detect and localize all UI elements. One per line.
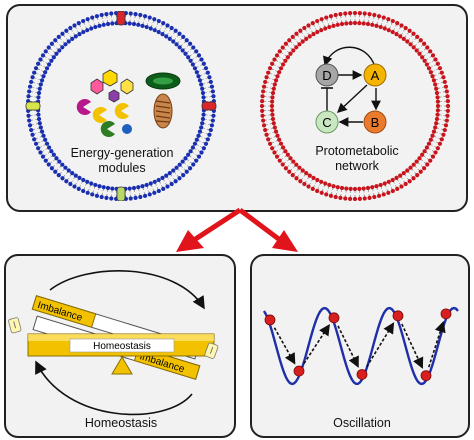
oscillation-ball xyxy=(328,312,340,324)
energy-modules-label: Energy-generation modules xyxy=(70,146,174,175)
red-arrow-right xyxy=(238,208,298,252)
oscillation-arrow xyxy=(337,325,359,368)
oscillation-ball xyxy=(392,310,404,322)
oscillation-ball xyxy=(356,369,368,380)
network-inhibition-c-d xyxy=(321,87,333,111)
oscillation-diagram xyxy=(262,306,459,386)
homeostasis-beam: Homeostasis xyxy=(27,333,215,357)
enzyme-shape xyxy=(76,99,91,115)
oscillation-ball xyxy=(420,370,432,382)
node-a-circle xyxy=(363,63,387,87)
node-b-circle xyxy=(363,110,387,134)
enzyme-shape xyxy=(92,106,107,123)
protometabolic-cell: D A C B xyxy=(259,11,451,201)
mitochondrion-icon xyxy=(153,93,173,129)
node-a-label: A xyxy=(371,68,380,83)
oscillation-arrow xyxy=(428,320,446,368)
network-arrow-a-to-c xyxy=(336,84,368,113)
oscillation-ball xyxy=(440,308,452,320)
network-arrow-a-to-d-loop xyxy=(323,46,376,68)
oscillation-ball xyxy=(264,314,276,326)
lipid-bilayer-right xyxy=(259,11,451,201)
protometabolic-label: Protometabolic network xyxy=(315,144,399,173)
homeostasis-beam-label: Homeostasis xyxy=(93,341,151,352)
node-d-label: D xyxy=(322,68,331,83)
oscillation-arrow xyxy=(366,322,395,368)
oscillation-arrows xyxy=(273,320,446,369)
enzyme-shape xyxy=(100,120,115,137)
node-c-label: C xyxy=(322,115,331,130)
weight-tag-left xyxy=(8,317,22,334)
node-c-circle xyxy=(315,110,339,134)
membrane-channel xyxy=(116,11,126,26)
molecule-hexagon xyxy=(102,69,118,87)
network-node-d: D xyxy=(315,63,339,87)
membrane-channel xyxy=(116,186,126,201)
feedback-arrow-bottom xyxy=(35,360,193,416)
enzyme-shape xyxy=(114,103,129,119)
oscillation-ball xyxy=(293,365,305,377)
homeostasis-panel: Imbalance Imbalance Homeostasis Homeosta… xyxy=(4,254,236,438)
branch-arrows xyxy=(176,208,298,252)
membrane-channel xyxy=(25,101,41,111)
network-node-a: A xyxy=(363,63,387,87)
node-b-label: B xyxy=(371,115,380,130)
membrane-channel xyxy=(201,101,217,111)
homeostasis-caption: Homeostasis xyxy=(84,416,158,430)
network-node-b: B xyxy=(363,110,387,134)
oscillation-arrow xyxy=(273,327,296,365)
fulcrum-triangle xyxy=(111,356,133,375)
molecule-hexagon xyxy=(120,78,134,95)
oscillation-balls xyxy=(264,308,452,382)
oscillation-panel: Oscillation xyxy=(250,254,470,438)
oscillation-arrow xyxy=(303,324,330,364)
molecule-hexagon xyxy=(108,89,120,103)
network-node-c: C xyxy=(315,110,339,134)
top-panel: Energy-generation modules D A xyxy=(6,4,468,212)
weight-tag-right xyxy=(204,342,219,359)
oscillation-arrow xyxy=(401,323,424,369)
homeostasis-diagram: Imbalance Imbalance Homeostasis xyxy=(8,270,219,416)
energy-cell xyxy=(25,11,217,201)
molecule-hexagon xyxy=(90,78,104,95)
feedback-arrow-top xyxy=(49,270,205,310)
lipid-bilayer-left xyxy=(25,11,217,201)
oscillation-caption: Oscillation xyxy=(333,416,391,430)
node-d-circle xyxy=(315,63,339,87)
red-arrow-left xyxy=(176,208,242,252)
